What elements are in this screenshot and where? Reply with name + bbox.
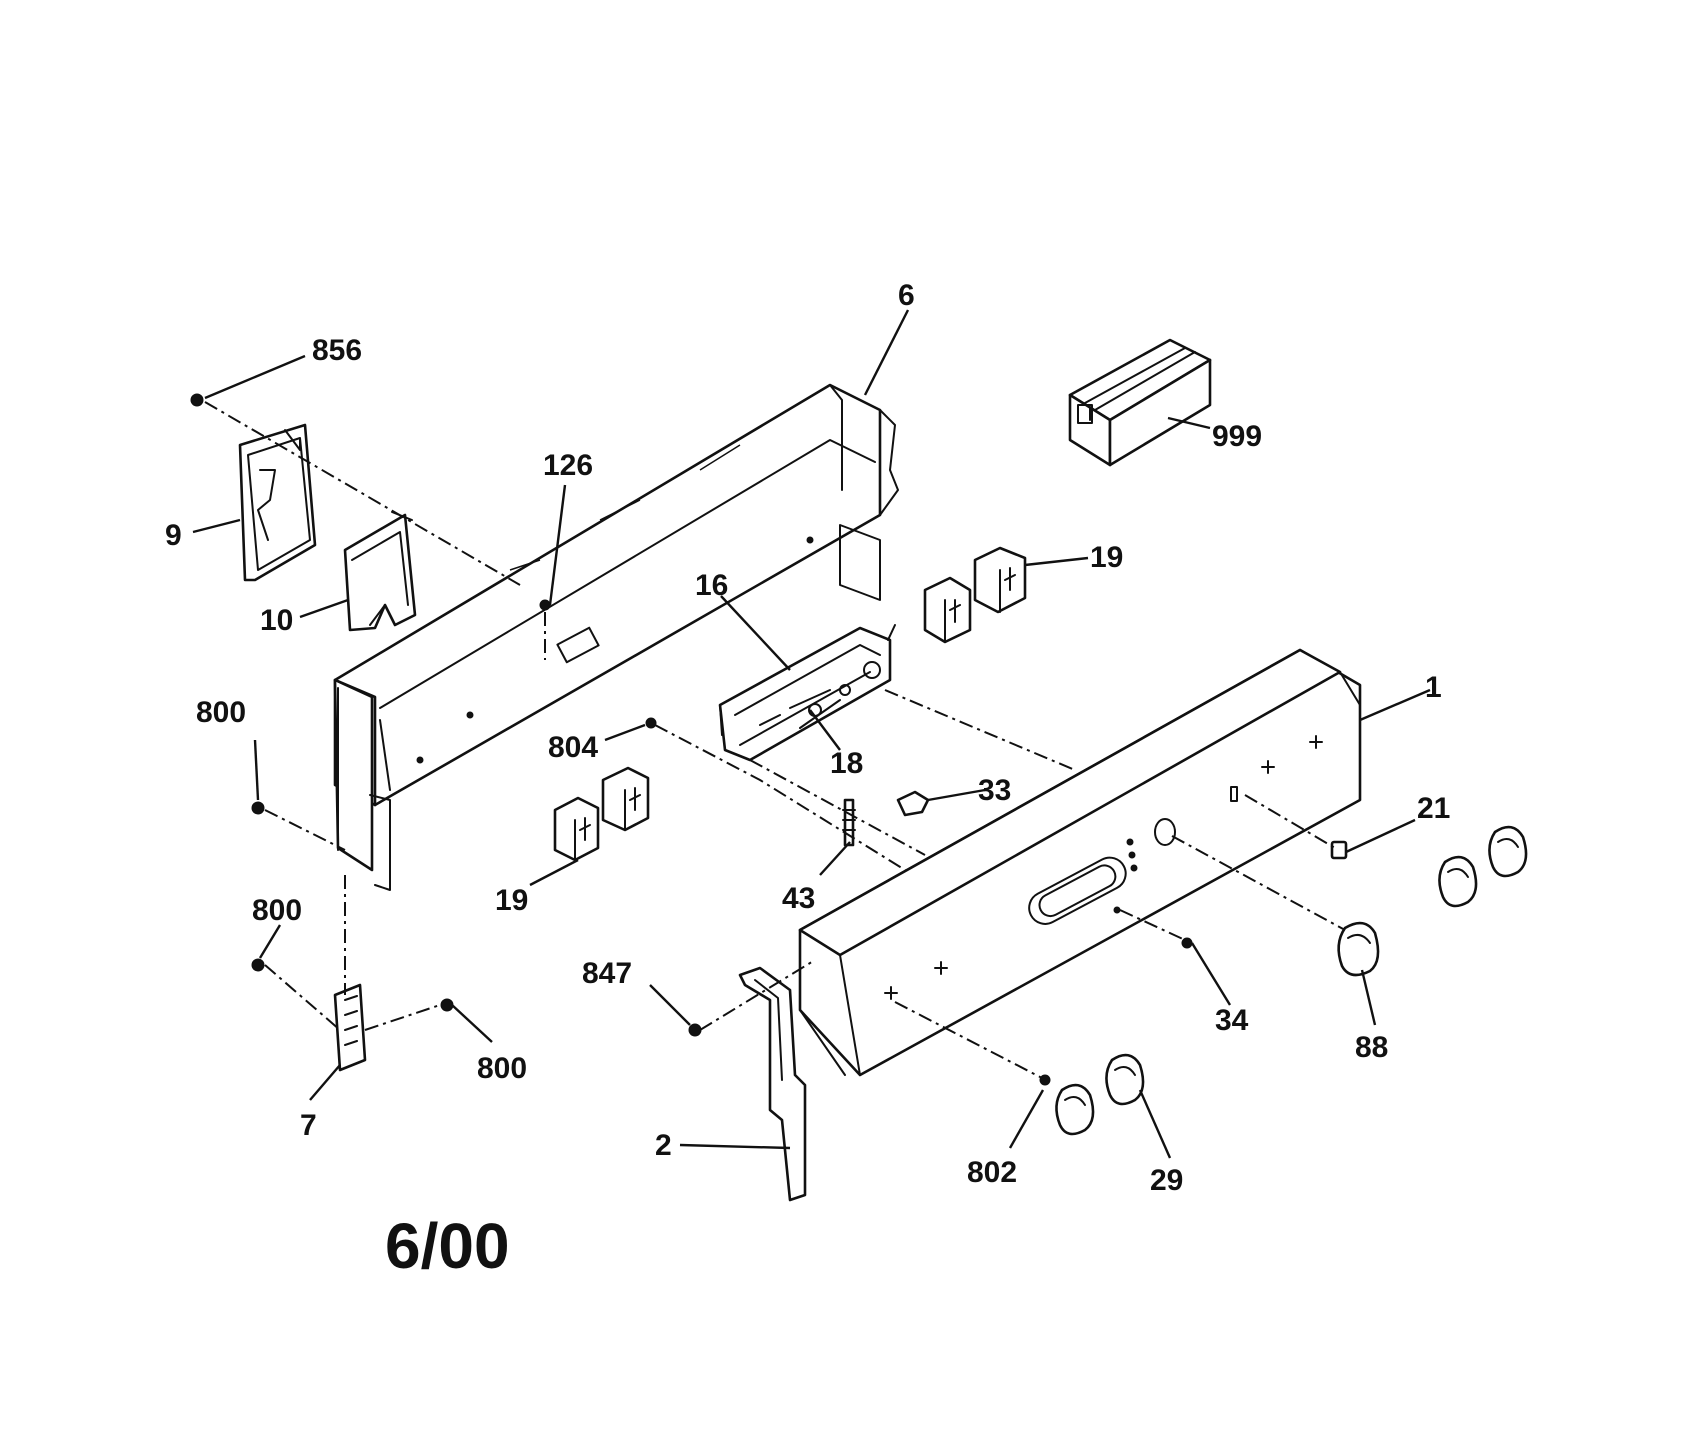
stem-43 (842, 798, 856, 847)
callout-6: 6 (898, 279, 915, 312)
callout-800-top: 800 (196, 696, 246, 729)
control-panel (798, 648, 1362, 1077)
callout-43: 43 (782, 882, 815, 915)
callout-847: 847 (582, 957, 632, 990)
callout-804: 804 (548, 731, 598, 764)
callout-18: 18 (830, 747, 863, 780)
callout-labels: 856 6 126 9 10 999 16 19 1 800 804 18 33… (165, 279, 1450, 1197)
knobs-29 (1055, 1053, 1145, 1136)
callout-7: 7 (300, 1109, 317, 1142)
parts-box (1068, 338, 1212, 467)
bracket-7 (333, 983, 367, 1072)
callout-34: 34 (1215, 1004, 1249, 1037)
clip-21 (1330, 840, 1348, 860)
callout-2: 2 (655, 1129, 672, 1162)
sensor-33 (896, 790, 930, 817)
switches-left (553, 766, 650, 862)
callout-19-right: 19 (1090, 541, 1123, 574)
callout-29: 29 (1150, 1164, 1183, 1197)
end-cap-2 (738, 966, 807, 1202)
callout-800-bottom: 800 (477, 1052, 527, 1085)
backguard-body (333, 383, 899, 891)
callout-856: 856 (312, 334, 362, 367)
assembly-lines (204, 401, 1346, 1079)
callout-88: 88 (1355, 1031, 1388, 1064)
callout-1: 1 (1425, 671, 1442, 704)
knob-88 (1337, 921, 1380, 977)
callout-21: 21 (1417, 792, 1450, 825)
callout-9: 9 (165, 519, 182, 552)
callout-33: 33 (978, 774, 1011, 807)
knobs-right (1438, 825, 1528, 908)
bracket-10 (343, 511, 417, 632)
callout-19-left: 19 (495, 884, 528, 917)
switches-right (923, 546, 1027, 644)
date-code: 6/00 (385, 1210, 510, 1282)
callout-800-middle: 800 (252, 894, 302, 927)
callout-126: 126 (543, 449, 593, 482)
clock-board (718, 624, 896, 762)
callout-999: 999 (1212, 420, 1262, 453)
bracket-9 (238, 423, 317, 582)
callout-10: 10 (260, 604, 293, 637)
callout-16: 16 (695, 569, 728, 602)
callout-802: 802 (967, 1156, 1017, 1189)
leader-lines (192, 309, 1431, 1159)
